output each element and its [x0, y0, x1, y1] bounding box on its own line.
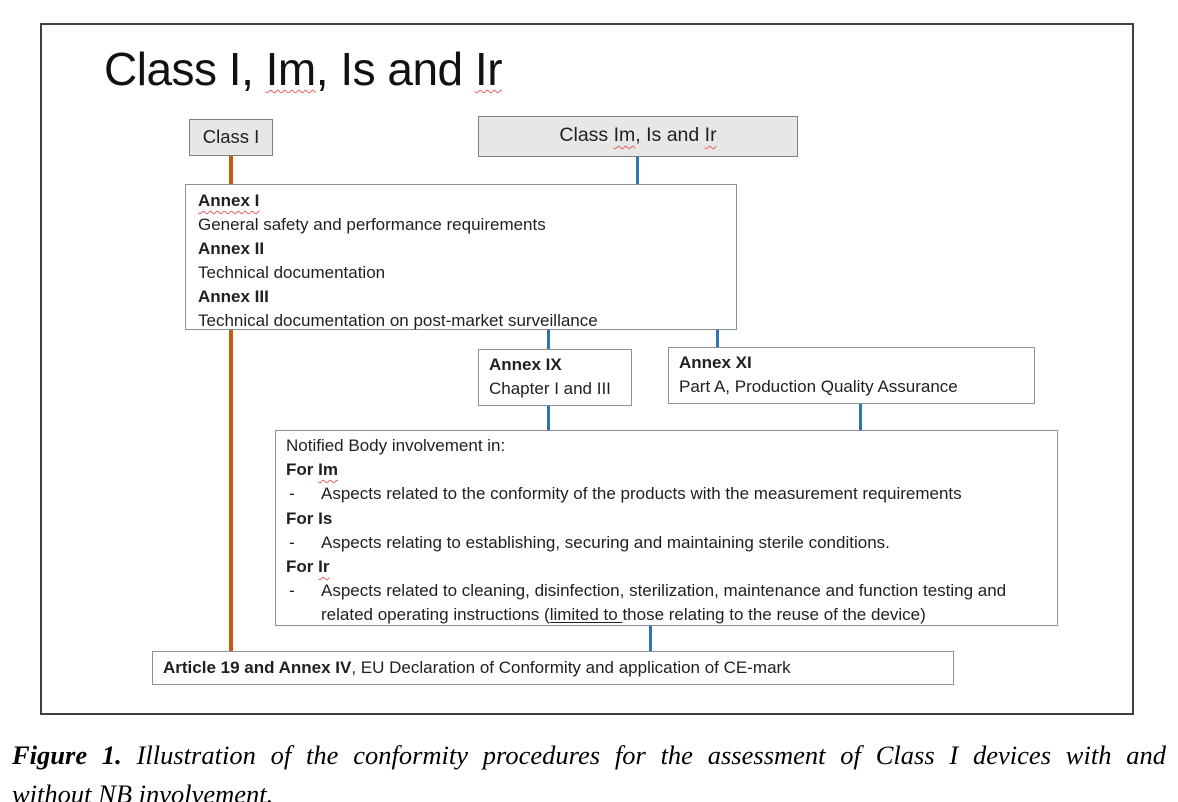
nb-ir-bullet-dash: - [289, 581, 295, 601]
nb-im-bullet-dash: - [289, 484, 295, 504]
diagram-title: Class I, Im, Is and Ir [104, 41, 503, 97]
annex1-title-text: Annex I [198, 191, 260, 210]
connector-annex-to-annex-xi [716, 330, 719, 347]
class-i-label: Class I [202, 126, 260, 147]
annex2-title: Annex II [198, 239, 265, 258]
nb-for-is: For Is [286, 508, 333, 528]
nb-im-bullet-row: - Aspects related to the conformity of t… [286, 482, 1047, 506]
connector-annex-to-annex-ix [547, 330, 550, 349]
title-part2: , Is and [315, 43, 475, 95]
annex-ix-desc: Chapter I and III [489, 379, 611, 398]
annex-xi-desc: Part A, Production Quality Assurance [679, 377, 958, 396]
nb-ir-bullet-row: - Aspects related to cleaning, disinfect… [286, 579, 1047, 627]
caption-line1-text: Illustration of the conformity procedure… [121, 740, 1166, 770]
annex1-title: Annex I [198, 189, 724, 213]
connector-annex-ix-to-nb [547, 405, 550, 430]
article19-rest: , EU Declaration of Conformity and appli… [351, 658, 791, 677]
nb-is-bullet-dash: - [289, 532, 295, 552]
connector-class-i-to-article19 [229, 330, 233, 651]
nb-for-ir: For Ir [286, 555, 1047, 579]
nb-for-ir-label: Ir [318, 557, 330, 577]
connector-nb-to-article19 [649, 625, 652, 651]
annex1-desc: General safety and performance requireme… [198, 215, 546, 234]
nb-for-ir-prefix: For [286, 557, 319, 577]
article19-bold: Article 19 and Annex IV [163, 658, 352, 677]
class-im-part1: Class [559, 124, 614, 146]
connector-class-i-to-annex [229, 156, 233, 184]
annex-xi-box: Annex XI Part A, Production Quality Assu… [668, 347, 1035, 404]
annex3-title: Annex III [198, 287, 269, 306]
annex2-desc: Technical documentation [198, 263, 386, 282]
nb-is-bullet-text: Aspects relating to establishing, securi… [321, 532, 890, 552]
nb-ir-bullet-underlined: limited to [549, 605, 623, 625]
annex-xi-title: Annex XI [679, 353, 752, 372]
annex-ix-title: Annex IX [489, 355, 562, 374]
nb-ir-bullet-text: Aspects related to cleaning, disinfectio… [321, 579, 1047, 627]
caption-figure-label: Figure 1. [12, 740, 122, 770]
nb-ir-bullet-post: those relating to the reuse of the devic… [622, 605, 926, 625]
caption-line2: without NB involvement. [12, 779, 274, 802]
nb-intro: Notified Body involvement in: [286, 436, 506, 455]
nb-for-im-label: Im [318, 460, 338, 480]
title-ir: Ir [474, 43, 503, 95]
nb-im-bullet-text: Aspects related to the conformity of the… [321, 484, 962, 504]
class-i-box: Class I [189, 119, 273, 156]
notified-body-box: Notified Body involvement in: For Im - A… [275, 430, 1058, 626]
connector-class-im-to-annex [636, 157, 639, 184]
nb-is-bullet-row: - Aspects relating to establishing, secu… [286, 531, 1047, 555]
title-part1: Class I, [104, 43, 266, 95]
nb-for-im-prefix: For [286, 460, 319, 480]
class-im-part2: , Is and [635, 124, 705, 146]
annex3-desc: Technical documentation on post-market s… [198, 311, 598, 330]
annex-main-box: Annex I General safety and performance r… [185, 184, 737, 330]
annex-ix-box: Annex IX Chapter I and III [478, 349, 632, 406]
title-im: Im [265, 43, 317, 95]
class-im-im: Im [613, 124, 636, 146]
class-im-is-ir-box: Class Im, Is and Ir [478, 116, 798, 157]
article19-box: Article 19 and Annex IV, EU Declaration … [152, 651, 954, 685]
diagram-frame: Class I, Im, Is and Ir Class I Class Im,… [40, 23, 1134, 715]
caption-line1: Figure 1. Illustration of the conformity… [12, 736, 1166, 775]
connector-annex-xi-to-nb [859, 403, 862, 430]
figure-caption: Figure 1. Illustration of the conformity… [12, 736, 1166, 802]
nb-ir-bullet-pre: Aspects related to cleaning, disinfectio… [321, 581, 1007, 625]
nb-for-im: For Im [286, 458, 1047, 482]
class-im-ir: Ir [704, 124, 717, 146]
